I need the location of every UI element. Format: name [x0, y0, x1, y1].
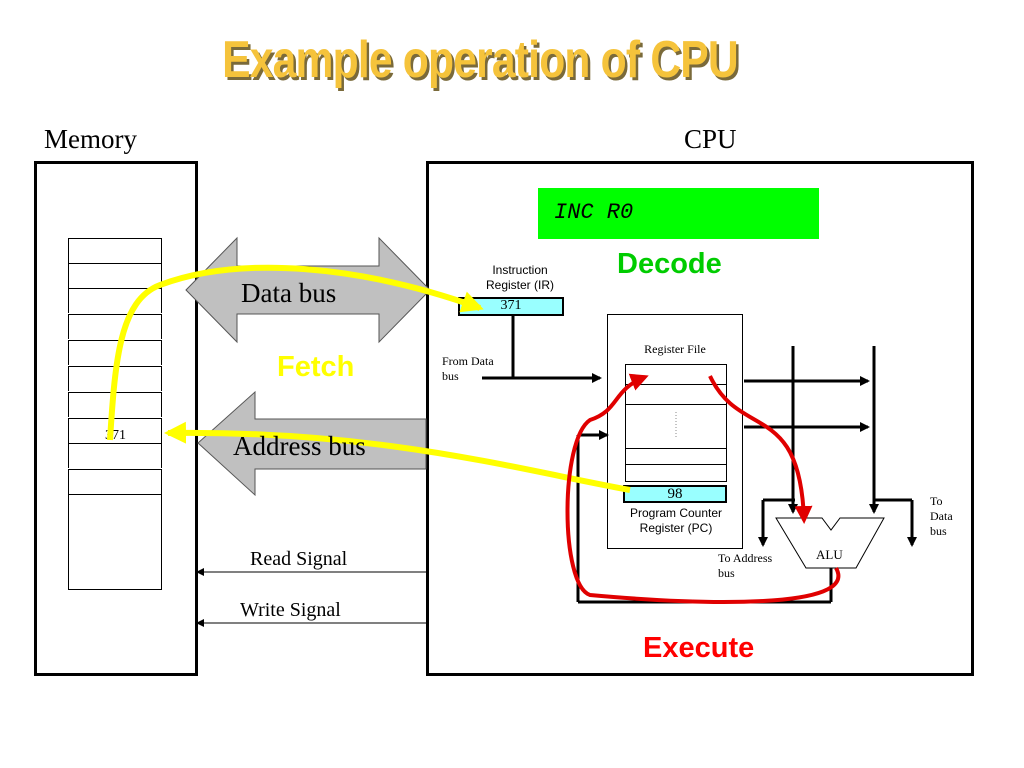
from-data-bus-line1: From Data: [442, 354, 494, 368]
decode-label: Decode: [617, 248, 722, 280]
memory-cell: [68, 443, 162, 468]
current-instruction: INC R0: [538, 188, 819, 239]
register-file-label: Register File: [644, 342, 706, 356]
memory-cell: [68, 469, 162, 494]
register-row: [625, 448, 727, 464]
memory-label: Memory: [44, 124, 137, 154]
ir-label: Instruction Register (IR): [470, 263, 570, 293]
register-row: [625, 404, 727, 448]
memory-cell: [68, 494, 162, 590]
register-row: [625, 464, 727, 482]
pc-label-line2: Register (PC): [639, 521, 713, 535]
to-data-bus-label: To Data bus: [930, 494, 953, 539]
pc-label: Program Counter Register (PC): [612, 506, 740, 536]
pc-label-line1: Program Counter: [629, 506, 723, 520]
fetch-label: Fetch: [277, 351, 355, 383]
write-signal-label: Write Signal: [240, 599, 341, 621]
address-bus-arrow: [197, 390, 427, 497]
execute-arrow-alu-to-reg: [565, 373, 841, 604]
ir-label-line2: Register (IR): [485, 278, 554, 292]
ir-value: 371: [500, 298, 522, 313]
alu-label: ALU: [816, 547, 843, 562]
execute-label: Execute: [643, 632, 755, 664]
program-counter: 98: [623, 485, 727, 503]
memory-cell: [68, 263, 162, 288]
pc-value: 98: [667, 486, 683, 502]
register-row: [625, 364, 727, 384]
slide-title: Example operation of CPU: [222, 31, 739, 89]
instruction-register: 371: [458, 297, 564, 316]
register-row: [625, 384, 727, 404]
to-data-bus-line1: To: [930, 494, 943, 508]
address-bus-label: Address bus: [233, 431, 366, 461]
to-data-bus-line3: bus: [930, 524, 947, 538]
from-data-bus-line2: bus: [442, 369, 459, 383]
execute-arrow-reg-to-alu: [708, 375, 813, 524]
from-data-bus-label: From Data bus: [442, 354, 494, 384]
read-signal-label: Read Signal: [250, 548, 348, 570]
to-address-bus-line1: To Address: [718, 551, 773, 565]
to-address-bus-line2: bus: [718, 566, 735, 580]
memory-cell: [68, 314, 162, 339]
fetch-arrow-pc-to-memory: [164, 421, 631, 493]
alu-shape: [775, 517, 885, 569]
data-bus-label: Data bus: [241, 278, 337, 308]
fetch-arrow-memory-to-ir: [107, 264, 484, 441]
to-address-bus-label: To Address bus: [718, 551, 772, 581]
cpu-label: CPU: [684, 124, 737, 154]
ir-label-line1: Instruction: [492, 263, 548, 277]
to-data-bus-line2: Data: [930, 509, 953, 523]
memory-cell: [68, 238, 162, 263]
